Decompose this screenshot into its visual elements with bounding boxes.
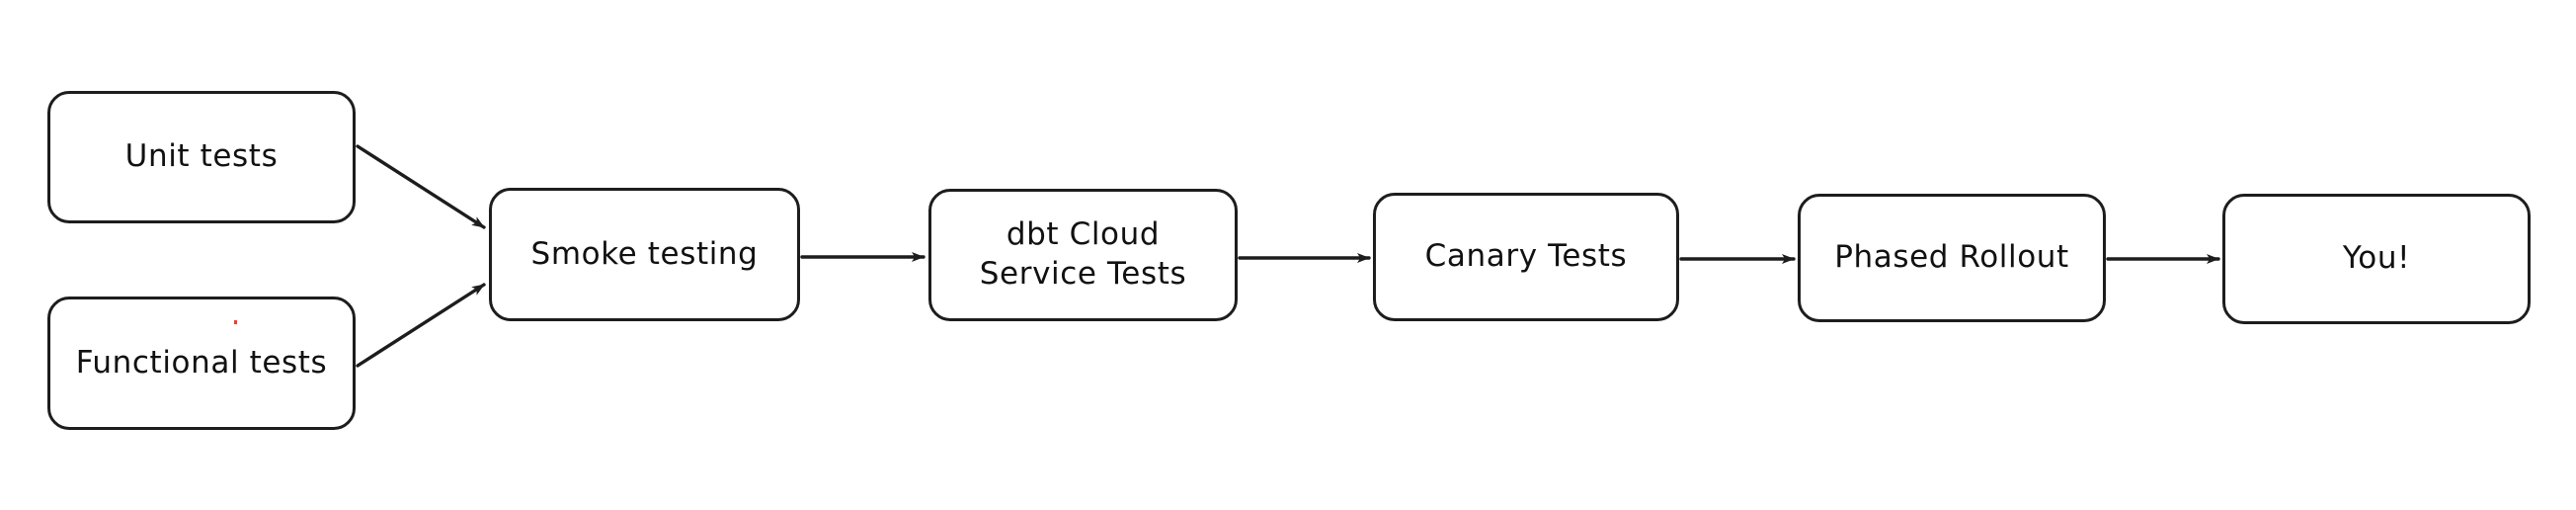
edge-functional-to-smoke [356,283,486,368]
node-smoke-testing[interactable]: Smoke testing [489,188,800,321]
node-dbt-cloud-service-tests[interactable]: dbt Cloud Service Tests [928,189,1238,321]
node-unit-tests[interactable]: Unit tests [47,91,356,223]
node-you[interactable]: You! [2222,194,2531,324]
node-label-dbt-cloud-service-tests: dbt Cloud Service Tests [979,216,1187,292]
node-label-canary-tests: Canary Tests [1424,238,1628,275]
node-phased-rollout[interactable]: Phased Rollout [1798,194,2106,322]
edge-unit-to-smoke [356,144,486,229]
node-label-phased-rollout: Phased Rollout [1834,239,2069,276]
node-label-you: You! [2342,240,2411,277]
node-label-functional-tests: Functional tests [75,344,328,381]
node-label-unit-tests: Unit tests [124,138,279,175]
stray-speck [234,320,237,324]
node-canary-tests[interactable]: Canary Tests [1373,193,1679,321]
node-label-smoke-testing: Smoke testing [530,235,759,272]
node-functional-tests[interactable]: Functional tests [47,297,356,430]
